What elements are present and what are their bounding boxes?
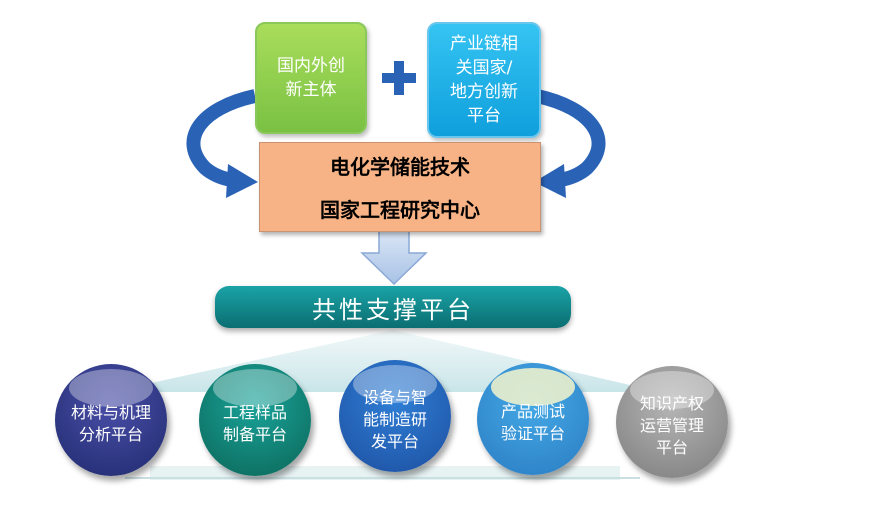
platform-circle-materials: 材料与机理 分析平台: [55, 364, 167, 476]
platform-label: 产品测试 验证平台: [500, 402, 565, 443]
engineering-center-box: 电化学储能技术 国家工程研究中心: [259, 142, 541, 232]
platform-circle-ip: 知识产权 运营管理 平台: [616, 366, 728, 478]
platform-label: 材料与机理 分析平台: [70, 403, 151, 444]
down-arrow-icon: [360, 229, 428, 286]
innovation-entities-label: 国内外创 新主体: [277, 56, 345, 100]
curved-arrow-right-icon: [534, 89, 606, 198]
band-label: 共性支撑平台: [312, 295, 474, 324]
platform-label: 设备与智 能制造研 发平台: [362, 388, 427, 451]
curved-arrow-left-icon: [186, 89, 258, 198]
common-support-platform-band: 共性支撑平台: [215, 286, 571, 328]
innovation-entities-box: 国内外创 新主体: [255, 22, 367, 134]
plus-icon: [382, 61, 416, 95]
platform-label: 知识产权 运营管理 平台: [639, 394, 704, 457]
center-title-line-2: 国家工程研究中心: [320, 198, 480, 222]
platform-circle-samples: 工程样品 制备平台: [199, 364, 311, 476]
platform-label: 工程样品 制备平台: [222, 403, 287, 444]
center-title-line-1: 电化学储能技术: [330, 155, 470, 179]
platform-circle-equipment: 设备与智 能制造研 发平台: [339, 360, 451, 472]
innovation-platforms-box: 产业链相 关国家/ 地方创新 平台: [427, 22, 541, 138]
platform-circle-testing: 产品测试 验证平台: [477, 363, 589, 475]
innovation-platforms-label: 产业链相 关国家/ 地方创新 平台: [450, 34, 518, 126]
